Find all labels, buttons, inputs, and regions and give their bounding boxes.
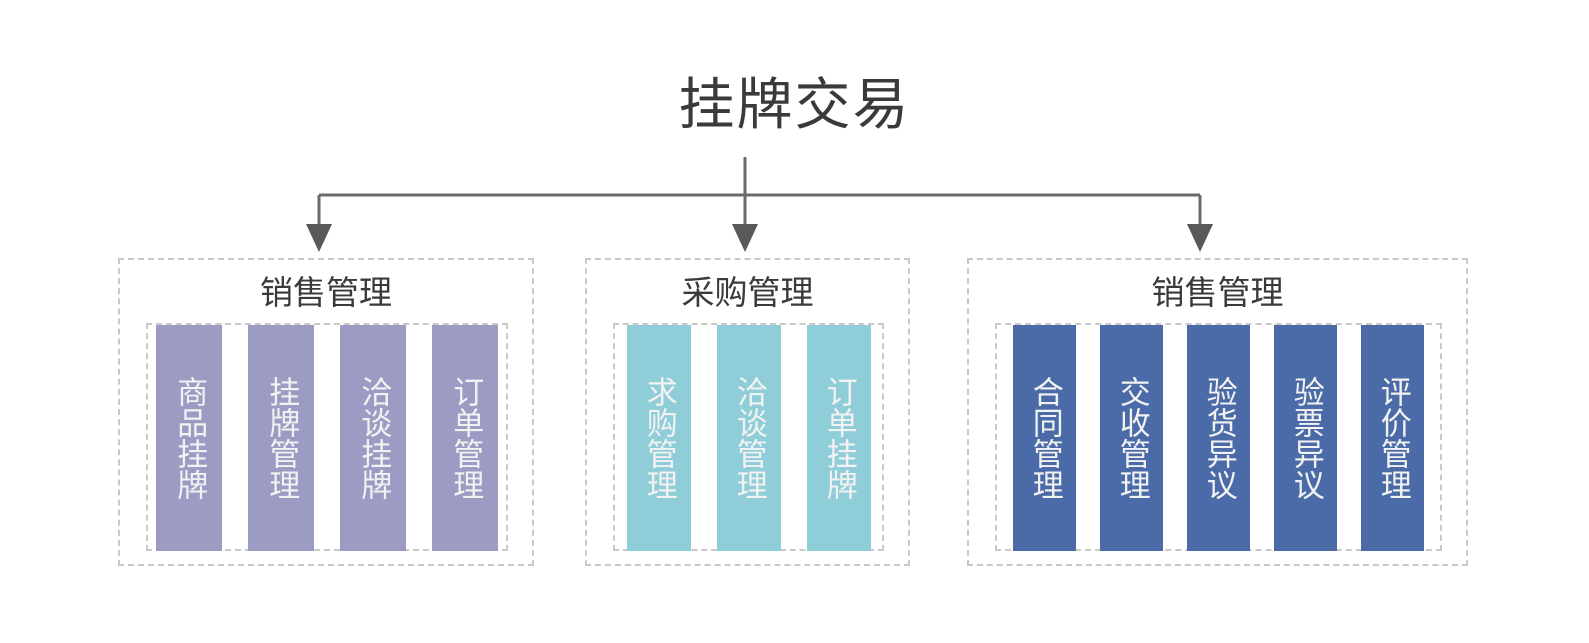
item-box[interactable]: 挂牌管理 bbox=[248, 325, 314, 551]
root-title: 挂牌交易 bbox=[678, 73, 911, 138]
item-box[interactable]: 交收管理 bbox=[1100, 325, 1163, 551]
group-title: 销售管理 bbox=[1151, 273, 1284, 312]
group-title: 销售管理 bbox=[260, 273, 392, 312]
group-procurement-management[interactable]: 采购管理 求购管理 洽谈管理 订单挂牌 bbox=[585, 258, 910, 566]
group-sales-management-2[interactable]: 销售管理 合同管理 交收管理 验货异议 验票异议 评价管理 bbox=[967, 258, 1468, 566]
item-box[interactable]: 订单挂牌 bbox=[806, 325, 871, 551]
item-box[interactable]: 洽谈管理 bbox=[716, 325, 781, 551]
item-box[interactable]: 订单管理 bbox=[432, 325, 498, 551]
item-box[interactable]: 洽谈挂牌 bbox=[340, 325, 406, 551]
group-sales-management-1[interactable]: 销售管理 商品挂牌 挂牌管理 洽谈挂牌 订单管理 bbox=[118, 258, 534, 566]
group-items-container: 求购管理 洽谈管理 订单挂牌 bbox=[613, 323, 884, 551]
item-box[interactable]: 合同管理 bbox=[1013, 325, 1076, 551]
group-title: 采购管理 bbox=[681, 273, 814, 312]
item-box[interactable]: 求购管理 bbox=[626, 325, 691, 551]
item-box[interactable]: 验票异议 bbox=[1274, 325, 1337, 551]
item-box[interactable]: 评价管理 bbox=[1361, 325, 1424, 551]
group-items-container: 商品挂牌 挂牌管理 洽谈挂牌 订单管理 bbox=[146, 323, 508, 551]
group-items-container: 合同管理 交收管理 验货异议 验票异议 评价管理 bbox=[995, 323, 1442, 551]
item-box[interactable]: 商品挂牌 bbox=[156, 325, 222, 551]
item-box[interactable]: 验货异议 bbox=[1187, 325, 1250, 551]
